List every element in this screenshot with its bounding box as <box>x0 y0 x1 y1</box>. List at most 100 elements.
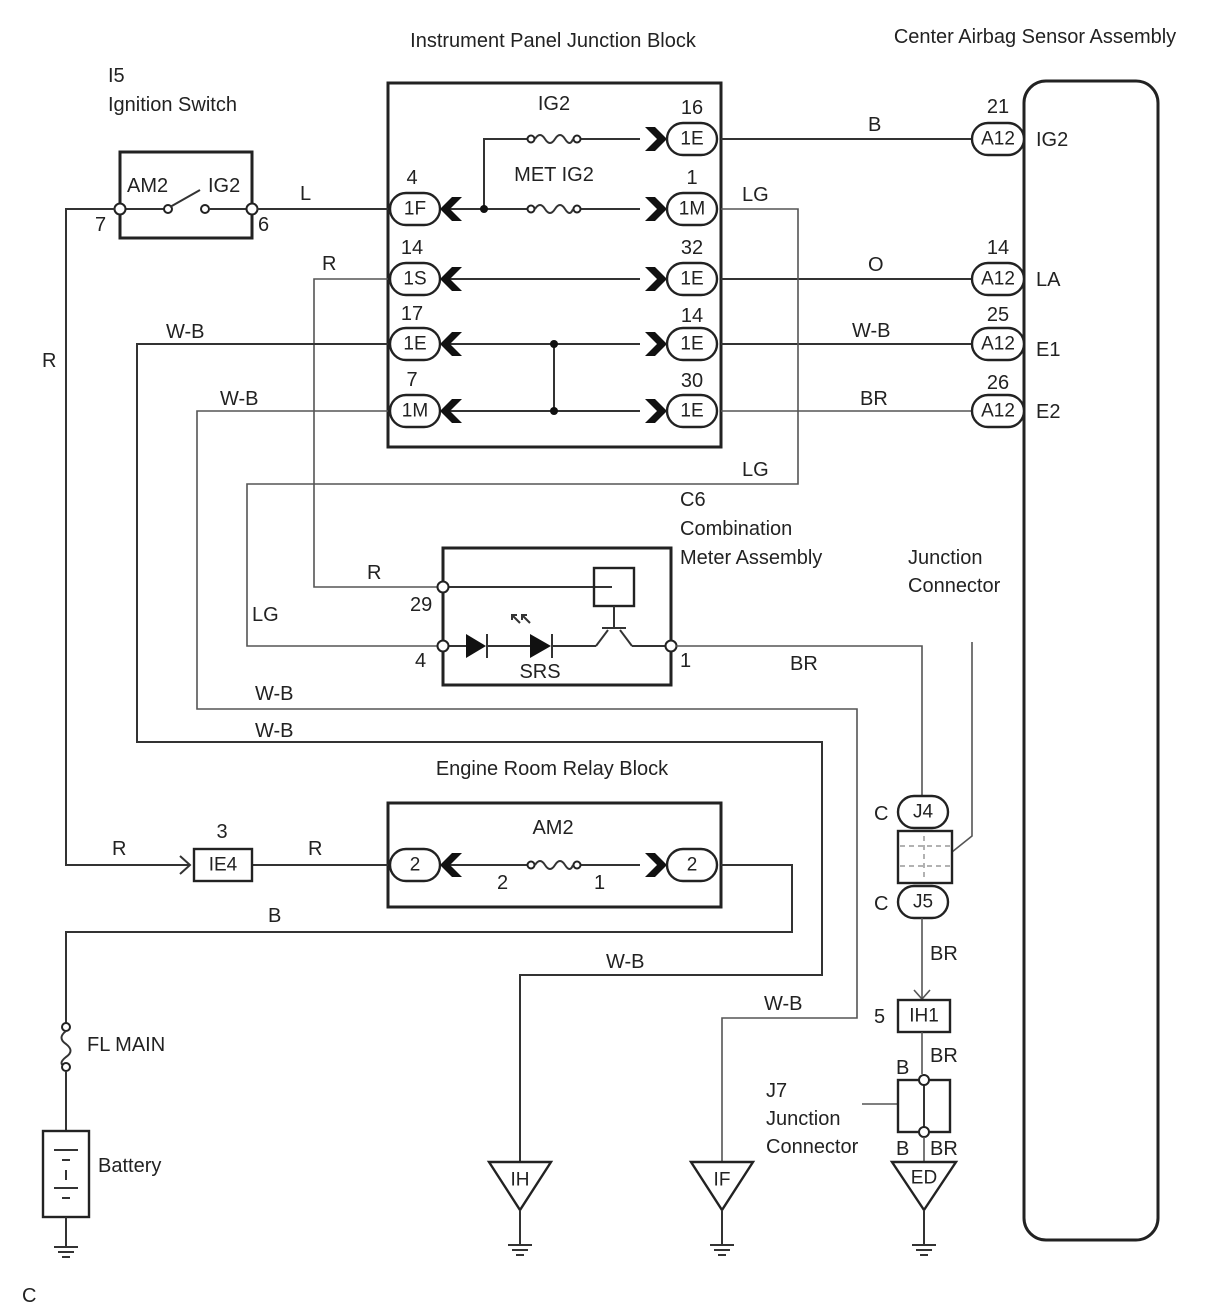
diode-icon <box>466 634 486 658</box>
j4-label: J4 <box>913 802 934 823</box>
fuse-met-ig2 <box>526 204 582 214</box>
meter-box <box>441 546 673 687</box>
wire-label-l: L <box>300 183 311 205</box>
fuse-am2 <box>526 860 582 870</box>
wire-label-wb-17: W-B <box>166 321 205 343</box>
wire-label-r-ie4: R <box>112 838 126 860</box>
srs-led-icon <box>530 634 551 658</box>
junction-connector-title-2: Connector <box>908 575 1001 597</box>
svg-text:2: 2 <box>687 855 698 876</box>
fuse-ig2-label: IG2 <box>538 93 570 115</box>
wire-label-lg-mid: LG <box>742 459 769 481</box>
ground-if-icon: IF <box>688 1160 756 1256</box>
ipjb-box <box>386 81 723 449</box>
ground-ih-icon: IH <box>486 1160 554 1256</box>
j7-title-1: Junction <box>766 1108 841 1130</box>
meter-title-2: Meter Assembly <box>680 547 822 569</box>
errb-fuse-label: AM2 <box>532 817 573 839</box>
svg-text:4: 4 <box>406 167 417 189</box>
svg-text:1E: 1E <box>680 401 703 422</box>
ipjb-pin-1e-17: 17 1E <box>388 303 462 362</box>
svg-text:1S: 1S <box>403 269 426 290</box>
j5-c-label: C <box>874 893 888 915</box>
j7-pin-top <box>918 1074 930 1086</box>
svg-text:25: 25 <box>987 304 1009 326</box>
ipjb-pin-1e-16: 16 1E <box>645 97 719 157</box>
ipjb-pin-1e-32: 32 1E <box>645 237 719 297</box>
svg-text:1M: 1M <box>679 199 705 220</box>
j7-b-top: B <box>896 1057 909 1079</box>
srs-label: SRS <box>519 661 560 683</box>
j7-code: J7 <box>766 1080 787 1102</box>
wire-label-wb-ih: W-B <box>606 951 645 973</box>
svg-text:IH: IH <box>511 1170 530 1191</box>
airbag-pin-ig2: 21 A12 IG2 <box>970 96 1068 157</box>
airbag-pin-e1: 25 A12 E1 <box>970 304 1060 362</box>
wire-label-r-1s: R <box>322 253 336 275</box>
svg-text:2: 2 <box>410 855 421 876</box>
ign-ig2-label: IG2 <box>208 175 240 197</box>
wire-label-b-battery: B <box>268 905 281 927</box>
battery-ground-icon <box>54 1246 78 1258</box>
errb-fuse-pin-r: 1 <box>594 872 605 894</box>
svg-text:17: 17 <box>401 303 423 325</box>
svg-text:A12: A12 <box>981 269 1015 290</box>
fl-main-fuse-icon <box>60 1030 72 1068</box>
fuse-ig2 <box>526 134 582 144</box>
svg-text:IG2: IG2 <box>1036 129 1068 151</box>
ign-pin-7-num: 7 <box>95 214 106 236</box>
j5-label: J5 <box>913 892 933 913</box>
ie4-num: 3 <box>216 821 227 843</box>
meter-title-1: Combination <box>680 518 792 540</box>
airbag-title: Center Airbag Sensor Assembly <box>894 26 1176 48</box>
ipjb-pin-1e-14: 14 1E <box>645 305 719 362</box>
meter-pin-4-num: 4 <box>415 650 426 672</box>
ign-am2-label: AM2 <box>127 175 168 197</box>
svg-text:30: 30 <box>681 370 703 392</box>
svg-text:IF: IF <box>714 1170 731 1191</box>
svg-text:LA: LA <box>1036 269 1061 291</box>
svg-text:32: 32 <box>681 237 703 259</box>
svg-text:1E: 1E <box>680 269 703 290</box>
svg-text:21: 21 <box>987 96 1009 118</box>
junction-connector-body <box>896 829 954 885</box>
errb-pin-right: 2 <box>645 847 719 883</box>
wire-label-b-ig2: B <box>868 114 881 136</box>
wire-label-lg-top: LG <box>742 184 769 206</box>
ih1-pin-num: 5 <box>874 1006 885 1028</box>
wire-label-r-left: R <box>42 350 56 372</box>
j7-pin-bottom <box>918 1126 930 1138</box>
svg-text:16: 16 <box>681 97 703 119</box>
fuse-met-ig2-label: MET IG2 <box>514 164 594 186</box>
j5-connector <box>896 884 950 920</box>
meter-pin-1 <box>664 639 678 653</box>
wire-label-br-meter: BR <box>790 653 818 675</box>
svg-text:1: 1 <box>686 167 697 189</box>
svg-text:E2: E2 <box>1036 401 1060 423</box>
ie4-label: IE4 <box>209 855 238 876</box>
battery-label: Battery <box>98 1155 161 1177</box>
ignition-code: I5 <box>108 65 125 87</box>
svg-text:1E: 1E <box>403 334 426 355</box>
ipjb-pin-1s: 14 1S <box>388 237 462 297</box>
svg-text:ED: ED <box>911 1168 937 1189</box>
ipjb-pin-1m-7: 7 1M <box>388 369 462 429</box>
airbag-pin-e2: 26 A12 E2 <box>970 372 1060 429</box>
airbag-pin-la: 14 A12 LA <box>970 237 1061 297</box>
svg-text:14: 14 <box>987 237 1009 259</box>
ground-ed-icon: ED <box>889 1160 959 1256</box>
junction-connector-title-1: Junction <box>908 547 983 569</box>
j7-b-bottom: B <box>896 1138 909 1160</box>
j4-connector <box>896 794 950 830</box>
ih1-label: IH1 <box>909 1006 939 1027</box>
j7-br-bottom: BR <box>930 1138 958 1160</box>
airbag-sensor-box <box>1022 79 1160 1242</box>
ipjb-pin-1m-1: 1 1M <box>645 167 719 227</box>
svg-text:A12: A12 <box>981 129 1015 150</box>
ih1-connector <box>896 998 952 1034</box>
ign-pin-7 <box>113 202 127 216</box>
errb-pin-left: 2 <box>388 847 462 883</box>
wire-label-br-ih1: BR <box>930 1045 958 1067</box>
wire-label-wb-upper: W-B <box>255 683 294 705</box>
